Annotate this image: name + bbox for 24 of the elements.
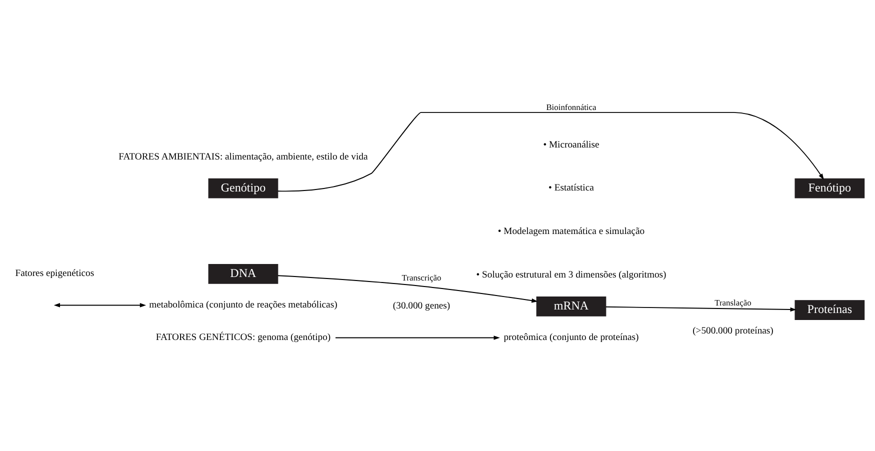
node-box: mRNA (536, 296, 606, 316)
arrow (606, 306, 796, 312)
edge-label: Bioinfonnática (546, 102, 596, 112)
label: (30.000 genes) (392, 300, 450, 312)
node-box: DNA (208, 263, 278, 284)
label: • Solução estrutural em 3 dimensões (algoritmos) (476, 268, 666, 280)
arrow (54, 302, 146, 307)
node-box: Proteínas (794, 300, 865, 320)
arrow (335, 335, 500, 340)
edge-label: Transcrição (402, 272, 442, 282)
edge-label: Translação (714, 296, 752, 307)
arrow (277, 111, 824, 192)
node-text: proteômica (conjunto de proteínas) (504, 332, 639, 343)
node-box: Fenótipo (794, 178, 865, 198)
label: • Estatística (548, 182, 594, 194)
label: FATORES AMBIENTAIS: alimentação, ambiente, estilo de vida (118, 150, 368, 162)
label: Fatores epigenéticos (15, 268, 94, 279)
node-text: FATORES GENÉTICOS: genoma (genótipo) (156, 332, 331, 343)
node-box: Genótipo (208, 178, 278, 198)
label: • Modelagem matemática e simulação (498, 226, 645, 237)
arrow (278, 274, 538, 302)
label: • Microanálise (543, 138, 600, 150)
label: (>500.000 proteínas) (692, 324, 774, 336)
node-text: metabolômica (conjunto de reações metabólicas) (149, 299, 338, 310)
